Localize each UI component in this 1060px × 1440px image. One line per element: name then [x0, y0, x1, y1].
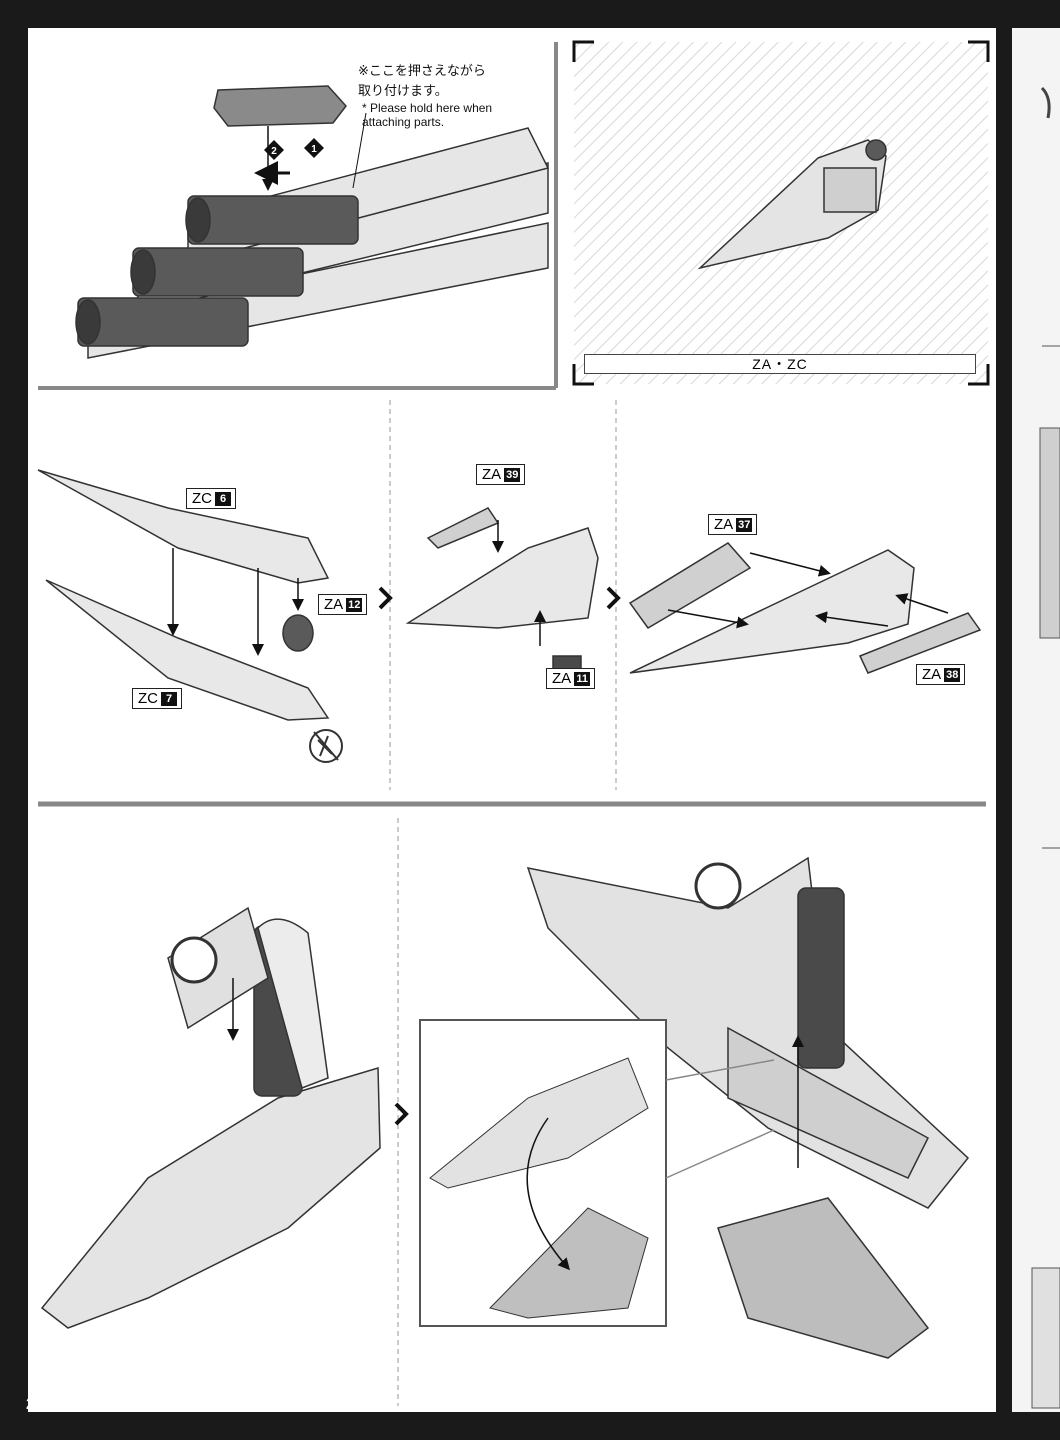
- part-runner: ZA: [714, 516, 734, 533]
- manual-page: 1 2: [28, 28, 996, 1412]
- page-number: 20/28: [26, 1396, 56, 1414]
- page-number-total: /28: [43, 1401, 57, 1411]
- adjacent-page-graphics: [1031, 86, 1060, 1409]
- chevron-right-icon: [394, 1102, 409, 1126]
- part-label-zc6: ZC 6: [186, 488, 236, 509]
- part-label-za12: ZA 12: [318, 594, 368, 615]
- adjacent-page-edge: [1012, 28, 1060, 1412]
- part-number: 6: [215, 491, 231, 506]
- part-number: 11: [574, 671, 591, 686]
- part-number: 7: [161, 691, 177, 706]
- part-label-za39: ZA 39: [476, 464, 526, 485]
- panel-frame-top-left: [38, 42, 558, 390]
- chevron-right-icon: [378, 586, 393, 610]
- part-label-za37: ZA 37: [708, 514, 758, 535]
- page-number-current: 20: [26, 1396, 44, 1413]
- step-badge-2-label: 2: [271, 146, 277, 157]
- instruction-illustrations: 1 2: [37, 40, 990, 1406]
- part-runner: ZA: [482, 466, 502, 483]
- wing-mount-illustration-left: [40, 906, 381, 1329]
- rifle-assembly-illustration: [75, 85, 550, 359]
- part-runner: ZC: [192, 490, 212, 507]
- part-number: 37: [736, 517, 753, 532]
- step-badge-2: 2: [264, 140, 284, 160]
- part-label-za11: ZA 11: [546, 668, 596, 689]
- no-glue-icon: [309, 729, 343, 763]
- note-japanese-line2: 取り付けます。: [358, 84, 448, 99]
- runner-color-label: ZA・ZC: [584, 354, 976, 374]
- note-japanese: ※ここを押さえながら 取り付けます。: [358, 62, 486, 102]
- note-english-line1: * Please hold here when: [362, 101, 493, 115]
- step-dividers: [38, 400, 986, 1406]
- step-badge-1: 1: [304, 138, 324, 158]
- chevron-right-icon: [606, 586, 621, 610]
- part-runner: ZA: [922, 666, 942, 683]
- part-number: 39: [504, 467, 521, 482]
- backpack-assembly-illustration: [526, 856, 970, 1359]
- part-label-za38: ZA 38: [916, 664, 966, 685]
- part-runner: ZC: [138, 690, 158, 707]
- note-japanese-line1: ※ここを押さえながら: [358, 64, 486, 79]
- part-runner: ZA: [324, 596, 344, 613]
- step-badge-1-label: 1: [311, 144, 317, 155]
- part-number: 38: [944, 667, 961, 682]
- part-number: 12: [346, 597, 363, 612]
- completed-blade-illustration: [697, 139, 887, 270]
- note-english: * Please hold here when attaching parts.: [362, 101, 492, 129]
- step-a-illustration: [37, 469, 330, 721]
- step-b-illustration: [405, 507, 599, 683]
- part-runner: ZA: [552, 670, 572, 687]
- detail-inset-box: [419, 1019, 775, 1327]
- step-c-illustration: [628, 542, 982, 674]
- note-english-line2: attaching parts.: [362, 115, 445, 129]
- part-label-zc7: ZC 7: [132, 688, 182, 709]
